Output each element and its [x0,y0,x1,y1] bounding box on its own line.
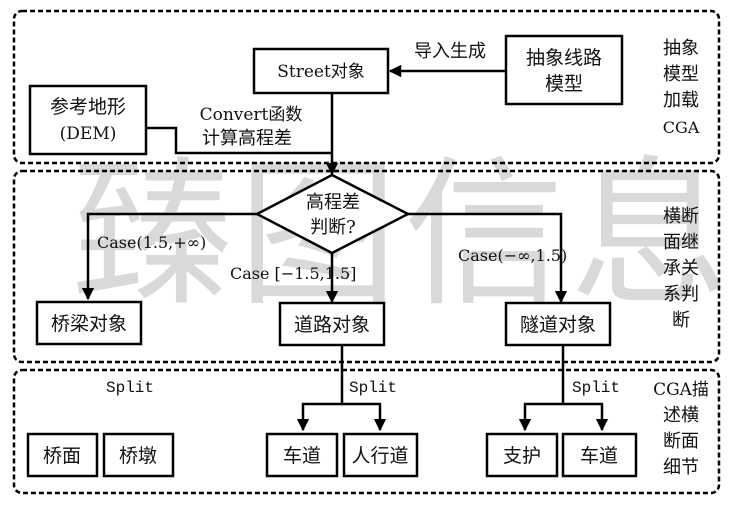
section-frame-bottom [12,368,721,495]
tunnel-object-label: 隧道对象 [520,314,596,336]
tunnel-split-line-2 [563,402,609,432]
road-lane-node: 车道 [265,432,339,478]
tunnel-lane-node: 车道 [561,432,638,478]
import-label: 导入生成 [414,41,486,62]
split-tunnel-label: Split [572,379,620,397]
tunnel-object-node: 隧道对象 [504,301,612,347]
middle-label-line-3: 承关 [663,258,699,279]
road-split-line [296,345,344,432]
dem-line-2: (DEM) [60,124,117,144]
bottom-label-line-3: 断面 [663,431,699,452]
case-road-label: Case [−1.5,1.5] [230,264,356,283]
dem-connector [146,126,332,155]
tunnel-support-node: 支护 [485,432,559,478]
bottom-label-line-2: 述横 [663,405,699,426]
road-object-label: 道路对象 [294,314,370,336]
split-bridge-label: Split [106,379,154,397]
street-object-node: Street对象 [252,47,390,95]
bridge-object-label: 桥梁对象 [51,313,127,335]
section-frame-middle [12,169,721,364]
bridge-deck-label: 桥面 [43,445,81,467]
section-frame-top [12,9,721,165]
middle-section-label: 横断 面继 承关 系判 断 [663,206,699,331]
convert-label-line-1: Convert函数 [200,105,303,125]
tunnel-support-label: 支护 [503,445,541,467]
bottom-label-line-1: CGA描 [653,380,709,400]
bottom-section-label: CGA描 述横 断面 细节 [653,380,709,478]
bridge-object-node: 桥梁对象 [35,300,143,346]
decision-line-2: 判断? [310,217,356,238]
middle-label-line-5: 断 [672,310,690,331]
abstract-route-model-node: 抽象线路 模型 [504,34,624,106]
tunnel-lane-label: 车道 [580,445,618,467]
decision-line-1: 高程差 [306,192,360,213]
tunnel-split-line [518,345,565,432]
split-road-label: Split [349,379,397,397]
bridge-pier-label: 桥墩 [119,445,157,467]
top-label-line-3: 加载 [663,90,699,111]
bridge-deck-node: 桥面 [26,432,99,478]
sidewalk-node: 人行道 [342,432,419,478]
middle-label-line-1: 横断 [663,206,699,227]
abstract-route-model-line-2: 模型 [545,73,583,95]
top-label-line-4: CGA [663,118,700,137]
top-label-line-2: 模型 [663,64,699,85]
elevation-decision-node: 高程差 判断? [254,173,411,255]
road-lane-label: 车道 [283,445,321,467]
abstract-route-model-line-1: 抽象线路 [526,47,602,69]
branch-bridge-arrow [81,212,257,301]
road-split-line-2 [342,402,387,432]
case-bridge-label: Case(1.5,+∞) [97,233,206,252]
middle-label-line-2: 面继 [663,232,699,253]
top-label-line-1: 抽象 [663,38,699,59]
dem-node: 参考地形 (DEM) [28,84,148,156]
street-object-label: Street对象 [277,62,365,82]
bridge-pier-node: 桥墩 [102,432,175,478]
branch-tunnel-arrow [408,212,568,304]
sidewalk-label: 人行道 [351,445,408,467]
road-object-node: 道路对象 [278,301,386,347]
middle-label-line-4: 系判 [663,284,699,305]
case-tunnel-label: Case(−∞,1.5) [458,246,567,265]
dem-line-1: 参考地形 [50,96,126,118]
bottom-label-line-4: 细节 [663,457,699,478]
convert-label-line-2: 计算高程差 [202,128,292,149]
top-section-label: 抽象 模型 加载 CGA [663,38,700,137]
